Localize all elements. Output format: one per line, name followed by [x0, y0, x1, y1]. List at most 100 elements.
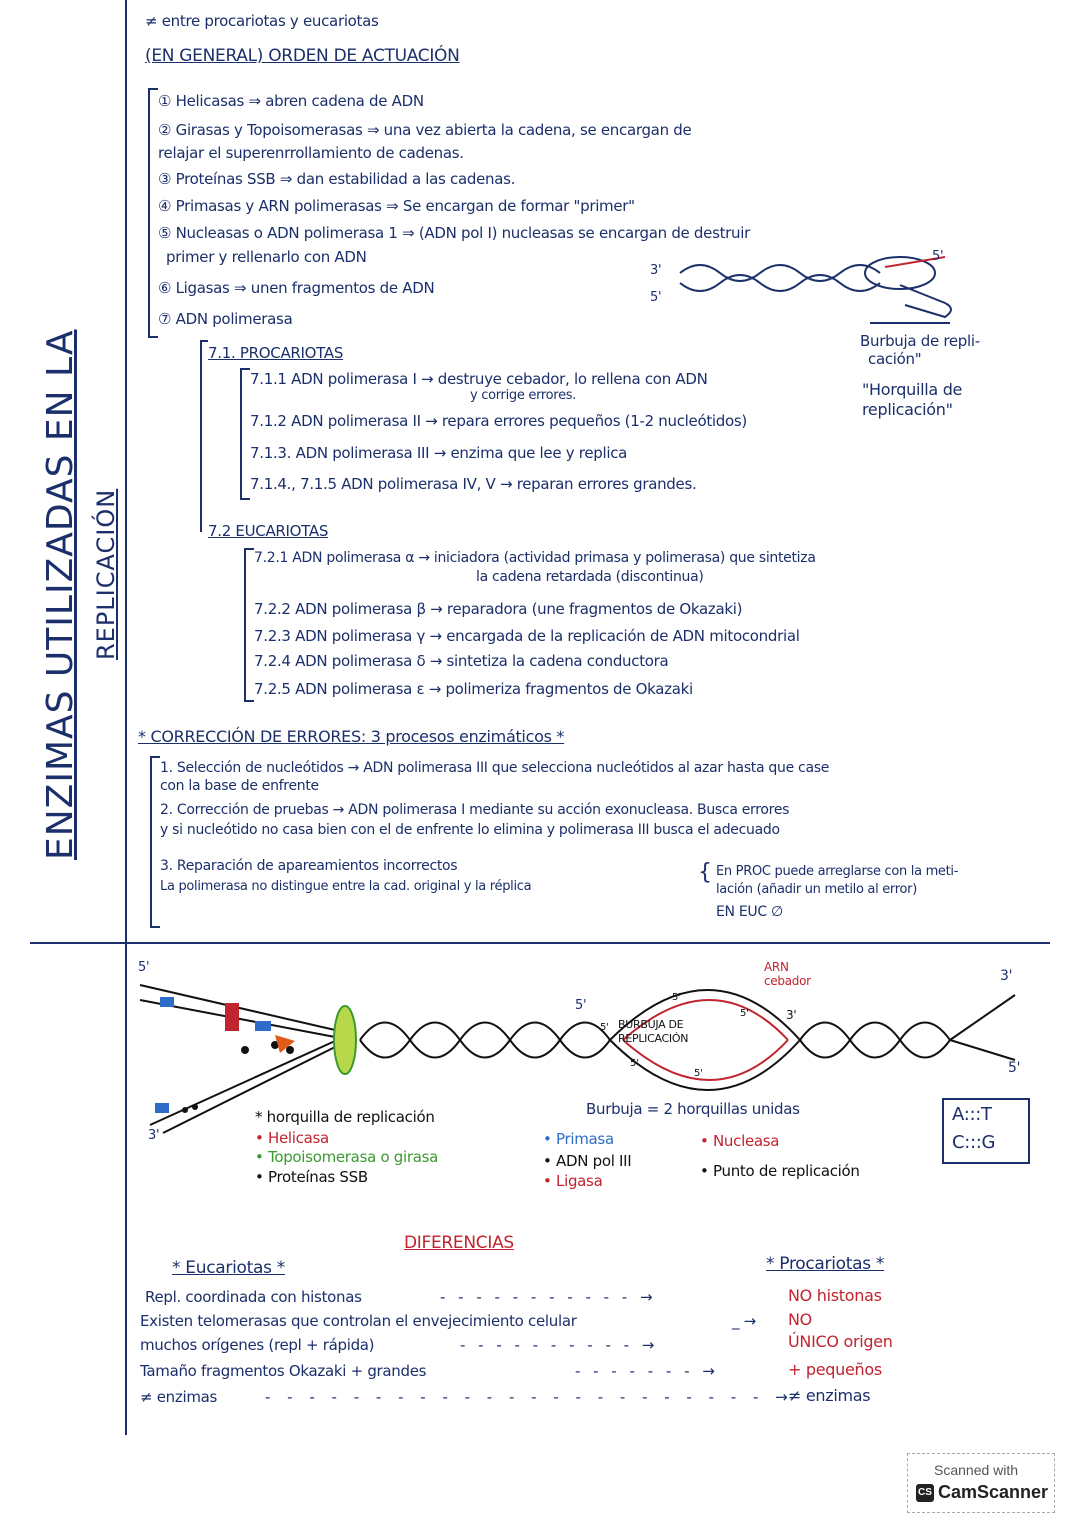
- diff-left: Repl. coordinada con histonas: [145, 1288, 362, 1306]
- eukaryotes-item: 7.2.3 ADN polimerasa γ → encargada de la…: [254, 627, 800, 645]
- error-line: y si nucleótido no casa bien con el de e…: [160, 822, 780, 838]
- header-heading: (EN GENERAL) ORDEN DE ACTUACIÓN: [145, 46, 460, 66]
- bubble-label-2: cación": [868, 350, 922, 368]
- diff-left: Existen telomerasas que controlan el env…: [140, 1312, 577, 1330]
- diag-arn: ARN: [764, 960, 789, 974]
- order-item: ⑥ Ligasas ⇒ unen fragmentos de ADN: [158, 279, 435, 297]
- side-title-line1: ENZIMAS UTILIZADAS EN LA: [40, 329, 81, 861]
- diff-right: ÚNICO origen: [788, 1332, 893, 1351]
- diag-cebador: cebador: [764, 974, 811, 988]
- legend-left: • Topoisomerasa o girasa: [255, 1148, 439, 1166]
- diag-5-mid: 5': [575, 998, 587, 1013]
- diag-3-left: 3': [148, 1128, 160, 1143]
- diff-left: ≠ enzimas: [140, 1388, 218, 1406]
- diag-in-5: 5': [740, 1008, 749, 1019]
- error-line: 2. Corrección de pruebas → ADN polimeras…: [160, 802, 790, 818]
- horizontal-divider: [30, 942, 1050, 944]
- camscanner-logo-icon: CS: [916, 1484, 934, 1502]
- errors-bracket: [150, 756, 160, 928]
- eukaryotes-item: 7.2.1 ADN polimerasa α → iniciadora (act…: [254, 550, 816, 566]
- eukaryotes-heading: 7.2 EUCARIOTAS: [208, 522, 329, 540]
- order-item: relajar el superenrrollamiento de cadena…: [158, 144, 464, 162]
- error-line: 3. Reparación de apareamientos incorrect…: [160, 858, 458, 874]
- diag-3-right: 3': [1000, 968, 1013, 984]
- diag-in-5: 5': [600, 1022, 609, 1033]
- differences-heading: DIFERENCIAS: [404, 1233, 514, 1253]
- eukaryotes-bracket: [244, 548, 254, 702]
- scanner-line1: Scanned with: [934, 1462, 1019, 1478]
- replication-diagram: [139, 984, 1016, 1134]
- diag-bubble-title: BURBUJA DE: [618, 1018, 684, 1031]
- diff-left: Tamaño fragmentos Okazaki + grandes: [140, 1362, 427, 1380]
- side-title-line2: REPLICACIÓN: [92, 488, 120, 660]
- pair-cg: C:::G: [952, 1132, 996, 1153]
- header-note: ≠ entre procariotas y eucariotas: [145, 12, 379, 30]
- legend-mid: • ADN pol III: [543, 1152, 632, 1170]
- prokaryotes-bracket: [240, 368, 250, 500]
- eukaryotes-item: 7.2.4 ADN polimerasa δ → sintetiza la ca…: [254, 652, 669, 670]
- prokaryotes-item: y corrige errores.: [470, 388, 577, 403]
- top-label-5-right: 5': [932, 249, 944, 264]
- error-side: En PROC puede arreglarse con la meti-: [716, 864, 959, 879]
- prokaryotes-item: 7.1.3. ADN polimerasa III → enzima que l…: [250, 444, 628, 462]
- error-side: lación (añadir un metilo al error): [716, 882, 917, 897]
- error-line: 1. Selección de nucleótidos → ADN polime…: [160, 760, 830, 776]
- prokaryotes-item: 7.1.2 ADN polimerasa II → repara errores…: [250, 412, 747, 430]
- fork-label-2: replicación": [862, 400, 953, 419]
- order-item: primer y rellenarlo con ADN: [166, 248, 367, 266]
- diff-left: muchos orígenes (repl + rápida): [140, 1336, 375, 1354]
- eukaryotes-title: * Eucariotas *: [172, 1258, 285, 1278]
- scanner-watermark: Scanned with CS CamScanner: [907, 1453, 1055, 1513]
- order-bracket: [148, 88, 158, 338]
- error-side: EN EUC ∅: [716, 904, 783, 920]
- fork-label: "Horquilla de: [862, 380, 963, 399]
- top-label-5: 5': [650, 290, 662, 305]
- eukaryotes-item: la cadena retardada (discontinua): [476, 569, 704, 585]
- scanner-line2: CamScanner: [938, 1482, 1049, 1502]
- order-item: ② Girasas y Topoisomerasas ⇒ una vez abi…: [158, 121, 692, 139]
- prokaryotes-item: 7.1.1 ADN polimerasa I → destruye cebado…: [250, 370, 708, 388]
- base-pair-box: A:::T C:::G: [942, 1098, 1030, 1164]
- legend-left: • Proteínas SSB: [255, 1168, 368, 1186]
- diff-right: NO histonas: [788, 1286, 882, 1305]
- diff-right: + pequeños: [788, 1360, 882, 1379]
- fork-diagram-top: [679, 256, 952, 324]
- vertical-divider: [125, 0, 127, 1435]
- diff-right: ≠ enzimas: [788, 1386, 871, 1405]
- bubble-note: Burbuja = 2 horquillas unidas: [586, 1100, 800, 1118]
- order-item: ⑤ Nucleasas o ADN polimerasa 1 ⇒ (ADN po…: [158, 224, 750, 242]
- legend-mid: • Ligasa: [543, 1172, 603, 1190]
- legend-left: * horquilla de replicación: [255, 1108, 435, 1126]
- eukaryotes-item: 7.2.2 ADN polimerasa β → reparadora (une…: [254, 600, 743, 618]
- diag-in-5: 5': [672, 992, 681, 1003]
- diff-right: NO: [788, 1310, 812, 1329]
- pair-at: A:::T: [952, 1104, 992, 1125]
- diag-in-3: 3': [786, 1008, 797, 1022]
- prokaryotes-item: 7.1.4., 7.1.5 ADN polimerasa IV, V → rep…: [250, 475, 697, 493]
- legend-right: • Nucleasa: [700, 1132, 780, 1150]
- order-item: ③ Proteínas SSB ⇒ dan estabilidad a las …: [158, 170, 516, 188]
- side-title: ENZIMAS UTILIZADAS EN LA REPLICACIÓN: [20, 330, 130, 861]
- legend-mid: • Primasa: [543, 1130, 614, 1148]
- diff-arrow: - - - - - - - - - - - - - - - - - - - - …: [265, 1388, 794, 1406]
- eukaryotes-item: 7.2.5 ADN polimerasa ε → polimeriza frag…: [254, 680, 693, 698]
- prokaryotes-heading: 7.1. PROCARIOTAS: [208, 344, 344, 362]
- diff-arrow: _ →: [732, 1312, 756, 1330]
- order-item: ① Helicasas ⇒ abren cadena de ADN: [158, 92, 424, 110]
- diag-5-left: 5': [138, 960, 150, 975]
- order-item: ⑦ ADN polimerasa: [158, 310, 293, 328]
- error-line: La polimerasa no distingue entre la cad.…: [160, 879, 532, 894]
- diag-in-5: 5': [630, 1058, 639, 1069]
- diag-bubble-title-2: REPLICACIÓN: [618, 1032, 689, 1045]
- legend-left: • Helicasa: [255, 1129, 329, 1147]
- bubble-label: Burbuja de repli-: [860, 332, 980, 350]
- diff-arrow: - - - - - - - - - - - →: [440, 1288, 657, 1306]
- diag-in-5: 5': [694, 1068, 703, 1079]
- sub-bracket: [200, 340, 208, 532]
- legend-right: • Punto de replicación: [700, 1162, 860, 1180]
- diag-5-right: 5': [1008, 1060, 1021, 1076]
- order-item: ④ Primasas y ARN polimerasas ⇒ Se encarg…: [158, 197, 635, 215]
- errors-heading: * CORRECCIÓN DE ERRORES: 3 procesos enzi…: [138, 727, 565, 746]
- prokaryotes-title: * Procariotas *: [766, 1254, 885, 1274]
- brace: {: [698, 860, 712, 885]
